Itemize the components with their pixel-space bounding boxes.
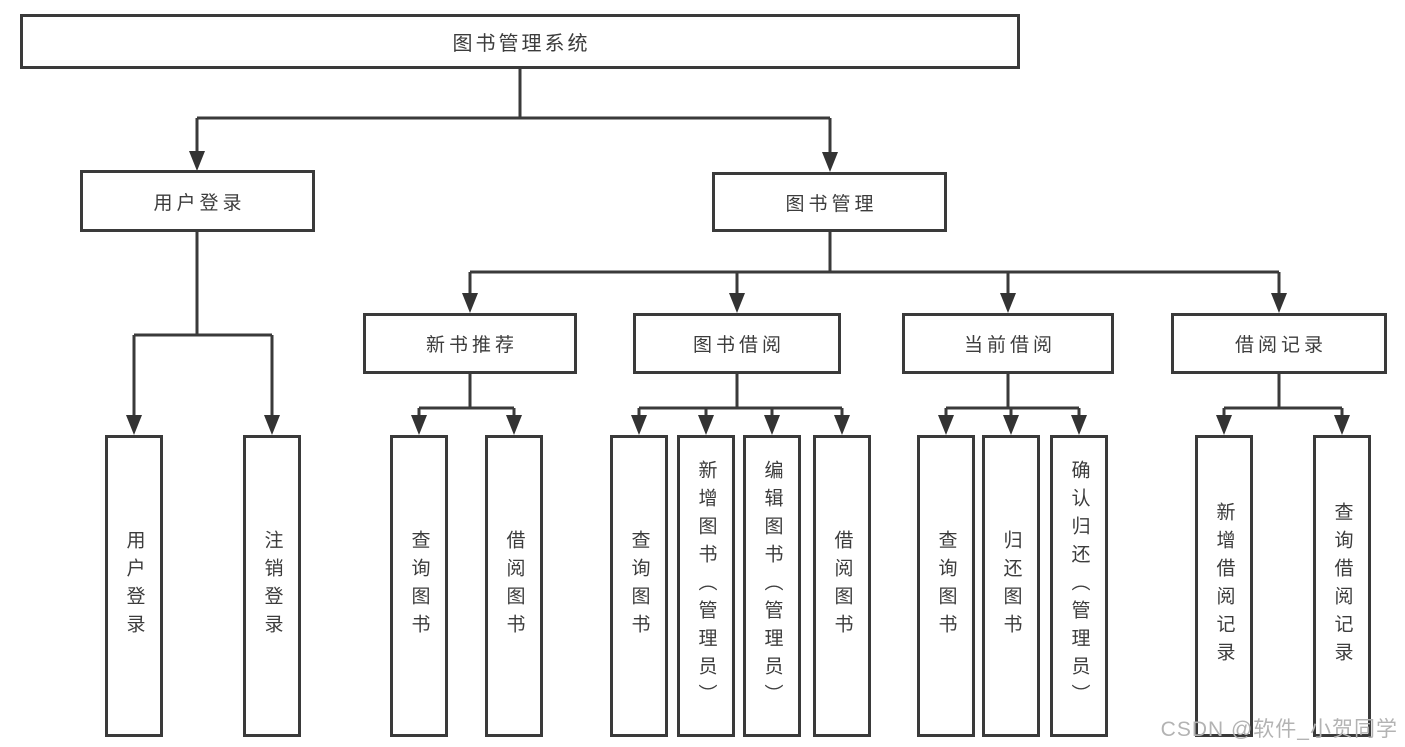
leaf-add-borrow-record: 新增借阅记录 <box>1195 435 1253 737</box>
node-book-borrowing: 图书借阅 <box>633 313 841 374</box>
node-library-management-system: 图书管理系统 <box>20 14 1020 69</box>
leaf-borrow-books-recommend: 借阅图书 <box>485 435 543 737</box>
arrowheads <box>126 151 1350 435</box>
watermark-text: CSDN @软件_小贺同学 <box>1160 718 1398 741</box>
leaf-user-login: 用户登录 <box>105 435 163 737</box>
leaf-edit-book-admin: 编辑图书（管理员） <box>743 435 801 737</box>
leaf-logout: 注销登录 <box>243 435 301 737</box>
node-borrowing-records: 借阅记录 <box>1171 313 1387 374</box>
leaf-query-borrow-record: 查询借阅记录 <box>1313 435 1371 737</box>
leaf-borrow-books: 借阅图书 <box>813 435 871 737</box>
leaf-query-books-recommend: 查询图书 <box>390 435 448 737</box>
leaf-query-books-current: 查询图书 <box>917 435 975 737</box>
leaf-confirm-return-admin: 确认归还（管理员） <box>1050 435 1108 737</box>
leaf-query-books-borrowing: 查询图书 <box>610 435 668 737</box>
node-new-book-recommendation: 新书推荐 <box>363 313 577 374</box>
node-current-borrowing: 当前借阅 <box>902 313 1114 374</box>
node-book-management: 图书管理 <box>712 172 947 232</box>
leaf-add-book-admin: 新增图书（管理员） <box>677 435 735 737</box>
leaf-return-books: 归还图书 <box>982 435 1040 737</box>
node-user-login: 用户登录 <box>80 170 315 232</box>
